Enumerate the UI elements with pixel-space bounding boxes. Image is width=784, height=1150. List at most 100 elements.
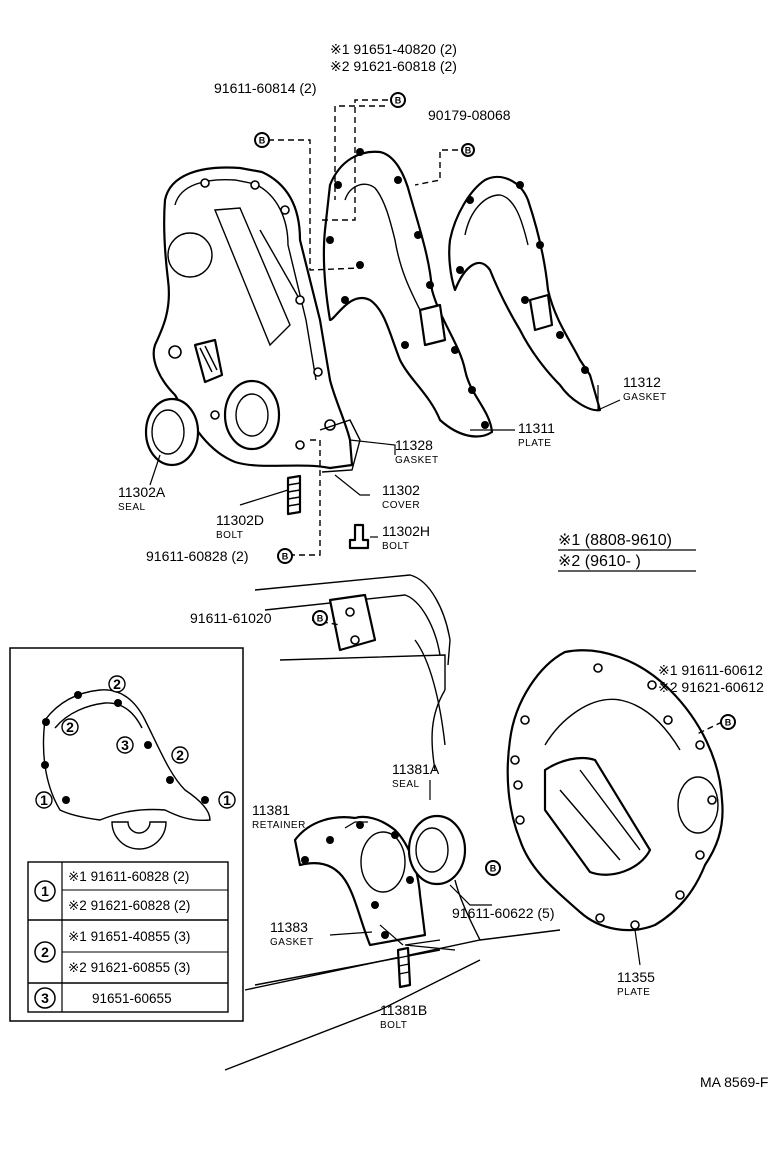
inset-callout-2c: 2 <box>171 746 189 764</box>
gasket-11312 <box>448 175 602 412</box>
svg-text:BOLT: BOLT <box>380 1020 407 1031</box>
label-11383: 11383 GASKET <box>270 919 314 948</box>
engine-block <box>224 574 561 1071</box>
svg-text:PLATE: PLATE <box>518 438 551 449</box>
svg-text:B: B <box>317 614 324 624</box>
fastener-60814: 91611-60814 (2) <box>214 80 316 96</box>
table-row-2: 2 ※1 91651-40855 (3) ※2 91621-60855 (3) <box>34 929 190 975</box>
table-row-2-a: ※1 91651-40855 (3) <box>68 929 190 944</box>
svg-text:B: B <box>282 552 289 562</box>
svg-text:3: 3 <box>41 990 49 1006</box>
bolt-mark-60612: B <box>720 714 736 730</box>
svg-text:11328: 11328 <box>395 437 433 453</box>
fastener-top-2: ※2 91621-60818 (2) <box>330 58 457 74</box>
bolt-mark-08068: B <box>461 143 475 157</box>
svg-text:B: B <box>395 96 402 106</box>
table-row-3: 3 91651-60655 <box>34 987 172 1009</box>
inset-callout-1b: 1 <box>218 791 236 809</box>
inset-callout-1a: 1 <box>35 791 53 809</box>
inset-callout-2b: 2 <box>61 718 79 736</box>
svg-text:BOLT: BOLT <box>382 541 409 552</box>
svg-text:RETAINER: RETAINER <box>252 820 306 831</box>
fastener-right-1: ※1 91611-60612 <box>658 662 763 678</box>
svg-text:B: B <box>465 146 472 156</box>
date-key: ※1 (8808-9610) ※2 (9610- ) <box>558 532 696 572</box>
fastener-table: 1 ※1 91611-60828 (2) ※2 91621-60828 (2) … <box>27 861 229 1013</box>
svg-text:11302H: 11302H <box>382 523 430 539</box>
fastener-top-1: ※1 91651-40820 (2) <box>330 41 457 57</box>
svg-text:SEAL: SEAL <box>118 502 146 513</box>
svg-text:11312: 11312 <box>623 374 661 390</box>
svg-text:11302D: 11302D <box>216 512 264 528</box>
bolt-mark-60814: B <box>254 132 270 148</box>
svg-text:11381A: 11381A <box>392 761 440 777</box>
figure-code: MA 8569-F <box>700 1074 768 1090</box>
inset-callout-2a: 2 <box>108 675 126 693</box>
svg-text:11302: 11302 <box>382 482 420 498</box>
svg-text:1: 1 <box>40 792 48 808</box>
seal-11302a <box>144 397 200 467</box>
label-11302d: 11302D BOLT <box>216 512 264 541</box>
svg-text:2: 2 <box>113 676 121 692</box>
label-11381a: 11381A SEAL <box>392 761 440 790</box>
table-row-3-a: 91651-60655 <box>92 991 172 1006</box>
svg-text:11355: 11355 <box>617 969 655 985</box>
svg-text:GASKET: GASKET <box>395 455 439 466</box>
bolt-mark-61020: B <box>312 610 328 626</box>
timing-cover-11302 <box>152 166 354 470</box>
seal-11381a <box>407 814 467 886</box>
plate-11311 <box>322 148 494 438</box>
key-row-2: ※2 (9610- ) <box>558 553 641 570</box>
svg-text:11383: 11383 <box>270 919 308 935</box>
svg-text:COVER: COVER <box>382 500 420 511</box>
gasket-11328 <box>319 419 361 473</box>
bolt-mark-60622: B <box>485 860 501 876</box>
key-row-1: ※1 (8808-9610) <box>558 532 672 549</box>
svg-text:11381: 11381 <box>252 802 290 818</box>
label-11381b: 11381B BOLT <box>380 1002 427 1031</box>
bolt-leaders-top <box>268 99 468 556</box>
bolt-mark-top-right: B <box>390 92 406 108</box>
inset-callout-3: 3 <box>116 736 134 754</box>
fastener-right-2: ※2 91621-60612 <box>658 679 764 695</box>
svg-text:SEAL: SEAL <box>392 779 420 790</box>
svg-text:B: B <box>490 864 497 874</box>
svg-text:3: 3 <box>121 737 129 753</box>
svg-text:2: 2 <box>176 747 184 763</box>
bolt-11302h <box>348 523 370 550</box>
svg-text:11311: 11311 <box>518 420 555 436</box>
svg-text:PLATE: PLATE <box>617 987 650 998</box>
label-11302: 11302 COVER <box>382 482 420 511</box>
fastener-08068: 90179-08068 <box>428 107 511 123</box>
table-row-1-b: ※2 91621-60828 (2) <box>68 898 190 913</box>
label-11328: 11328 GASKET <box>395 437 439 466</box>
bolt-11302d <box>286 474 302 516</box>
label-11302h: 11302H BOLT <box>382 523 430 552</box>
svg-text:B: B <box>259 136 266 146</box>
retainer-11381 <box>293 815 427 947</box>
svg-text:1: 1 <box>41 883 49 899</box>
svg-text:BOLT: BOLT <box>216 530 243 541</box>
fastener-60828: 91611-60828 (2) <box>146 548 248 564</box>
table-row-2-b: ※2 91621-60855 (3) <box>68 960 190 975</box>
svg-text:GASKET: GASKET <box>623 392 667 403</box>
svg-text:2: 2 <box>41 944 49 960</box>
label-11355: 11355 PLATE <box>617 969 655 998</box>
bolt-mark-60828: B <box>277 548 293 564</box>
table-row-1: 1 ※1 91611-60828 (2) ※2 91621-60828 (2) <box>34 869 190 913</box>
svg-text:GASKET: GASKET <box>270 937 314 948</box>
bolt-11381b <box>379 924 456 989</box>
plate-11355 <box>506 649 724 932</box>
label-11302a: 11302A SEAL <box>118 484 166 513</box>
label-11381: 11381 RETAINER <box>252 802 306 831</box>
svg-text:2: 2 <box>66 719 74 735</box>
svg-text:11381B: 11381B <box>380 1002 427 1018</box>
label-11312: 11312 GASKET <box>623 374 667 403</box>
svg-text:B: B <box>725 718 732 728</box>
label-11311: 11311 PLATE <box>518 420 555 449</box>
fastener-60622: 91611-60622 (5) <box>452 905 554 921</box>
svg-text:1: 1 <box>223 792 231 808</box>
table-row-1-a: ※1 91611-60828 (2) <box>68 869 189 884</box>
svg-text:11302A: 11302A <box>118 484 166 500</box>
